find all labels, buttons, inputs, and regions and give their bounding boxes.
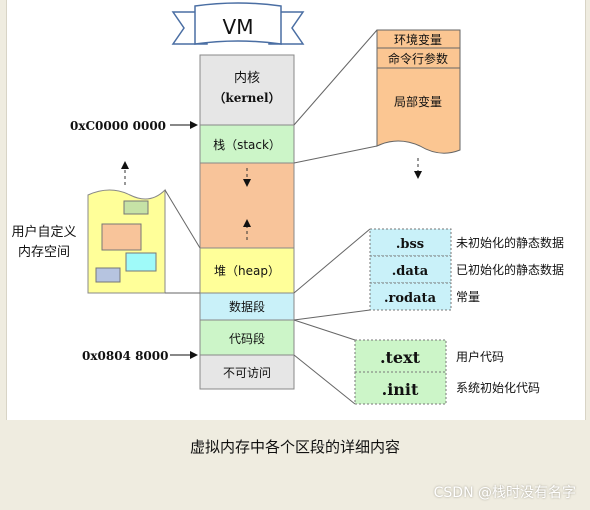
user-block-2 <box>101 223 142 251</box>
init-desc: 系统初始化代码 <box>456 381 540 395</box>
code-segment <box>199 319 295 356</box>
init-box <box>354 371 447 405</box>
code-sections-table: .text .init 用户代码 系统初始化代码 <box>293 319 540 405</box>
data-label: 数据段 <box>229 299 265 314</box>
kernel-sublabel: （kernel） <box>213 90 280 105</box>
bss-desc: 未初始化的静态数据 <box>456 235 564 250</box>
user-heap-area: 用户自定义 内存空间 <box>11 161 201 294</box>
vm-title: VM <box>223 15 254 39</box>
data-desc: 已初始化的静态数据 <box>456 262 564 277</box>
stack-connector-top <box>293 29 378 126</box>
rodata-name: .rodata <box>384 291 437 306</box>
data-name: .data <box>392 264 429 279</box>
text-name: .text <box>380 348 421 367</box>
data-segment <box>199 292 295 321</box>
heap-label: 堆（heap） <box>214 264 280 278</box>
data-connector-bottom <box>293 309 371 321</box>
env-vars-label: 环境变量 <box>394 32 442 47</box>
rodata-box <box>369 282 452 311</box>
local-vars-label: 局部变量 <box>394 94 442 109</box>
stack-label: 栈（stack） <box>213 137 281 152</box>
user-block-3 <box>125 252 157 272</box>
noaccess-segment <box>199 354 295 390</box>
stack-detail-panel: 环境变量 命令行参数 局部变量 <box>293 29 461 179</box>
user-area-label-line2: 内存空间 <box>18 244 70 260</box>
user-block-4 <box>95 267 121 283</box>
user-area-label-line1: 用户自定义 <box>11 224 76 240</box>
code-connector-bottom <box>293 354 356 405</box>
code-connector-top <box>293 319 356 341</box>
text-box <box>354 339 447 373</box>
code-label: 代码段 <box>229 331 265 346</box>
vm-banner: VM <box>171 2 305 45</box>
user-block-1 <box>123 200 149 215</box>
stack-connector-bottom <box>293 145 378 164</box>
text-desc: 用户代码 <box>456 349 504 364</box>
memory-column: 内核 （kernel） 栈（stack） 堆（heap） 数据段 代码段 不可访… <box>199 54 295 390</box>
rodata-desc: 常量 <box>456 290 480 304</box>
bss-name: .bss <box>396 237 424 252</box>
heap-connector-top <box>164 189 201 249</box>
data-sections-table: .bss .data .rodata 未初始化的静态数据 已初始化的静态数据 常… <box>293 228 564 321</box>
cmdline-args-label: 命令行参数 <box>388 51 448 66</box>
noaccess-label: 不可访问 <box>223 366 271 380</box>
stack-segment <box>199 124 295 164</box>
address-markers: 0xC0000 0000 0x0804 8000 <box>70 119 198 363</box>
data-connector-top <box>293 228 371 294</box>
init-name: .init <box>382 380 419 399</box>
kernel-segment <box>199 54 295 126</box>
kernel-label: 内核 <box>234 70 260 86</box>
kernel-boundary-address: 0xC0000 0000 <box>70 119 166 133</box>
diagram-caption: 虚拟内存中各个区段的详细内容 <box>189 438 400 456</box>
text-start-address: 0x0804 8000 <box>82 349 168 363</box>
watermark: CSDN @栈时没有名字 <box>433 485 576 501</box>
